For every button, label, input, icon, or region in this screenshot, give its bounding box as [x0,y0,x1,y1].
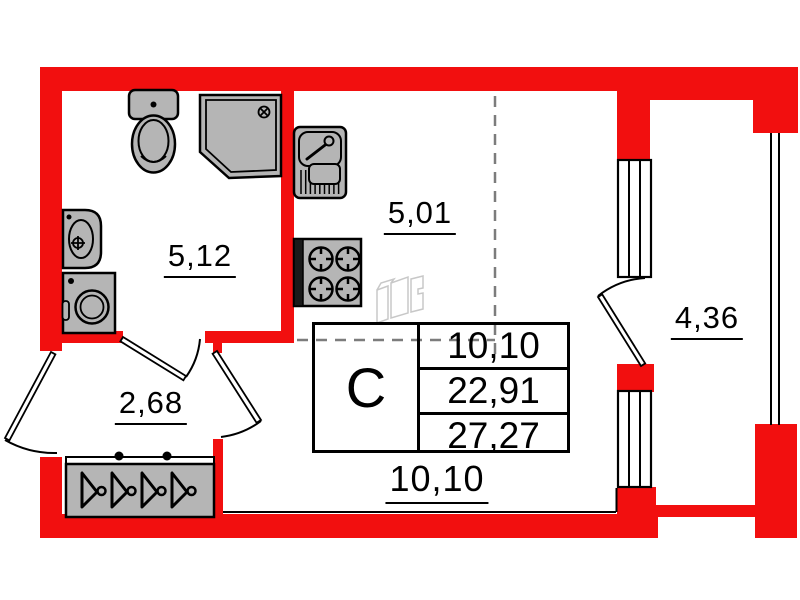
wall-corner-bottom-right [755,424,797,538]
stove-icon [292,237,363,308]
wall-inner-contour [223,488,618,513]
door-swing-icon [119,335,201,382]
kitchen-area-value: 5,01 [383,195,457,235]
unit-type-letter: С [315,325,420,450]
door-swing-icon [596,277,647,368]
balcony-area-value: 4,36 [670,300,744,340]
window-icon [616,389,653,489]
zone-divider-dashed [297,96,497,358]
door-swing-icon [3,350,58,455]
kitchen-sink-icon [292,125,348,200]
balcony-glazing [770,133,780,425]
stamp-living-area: 10,10 [447,325,540,366]
bathroom-sink-icon [61,208,103,270]
toilet-icon [127,88,180,174]
door-swing-icon [211,349,263,438]
wall-room-right-lower [617,487,656,538]
unit-stamp-table: С 10,10 22,91 27,27 [312,322,570,456]
room-label-balcony: 4,36 [670,300,744,340]
room-label-kitchen: 5,01 [383,195,457,235]
unit-stamp-values: 10,10 22,91 27,27 [420,325,567,456]
living-area-value: 10,10 [385,458,489,504]
stamp-total-area: 27,27 [420,412,567,457]
wall-top-left [40,67,620,91]
wall-bathroom-right [281,91,294,342]
stamp-unit-area: 22,91 [420,367,567,412]
bathroom-area-value: 5,12 [163,238,237,278]
wall-bathroom-bottom-right [205,331,294,343]
wall-room-right-middle [617,364,654,392]
furniture-sketch [376,275,424,325]
window-icon [616,158,653,279]
wall-room-door-jamb [213,341,222,353]
wall-corner-top-right [753,67,798,133]
room-label-hall: 2,68 [114,385,188,425]
wall-room-right-upper [617,91,650,160]
wardrobe-hangers-icon [64,451,216,519]
room-label-bathroom: 5,12 [163,238,237,278]
room-label-living: 10,10 [385,458,489,504]
shower-icon [198,93,283,180]
hall-area-value: 2,68 [114,385,188,425]
wall-left-upper [40,67,62,351]
washing-machine-icon [61,271,117,335]
wall-hall-room-lower [213,439,223,517]
wall-balcony-bottom [656,505,757,517]
